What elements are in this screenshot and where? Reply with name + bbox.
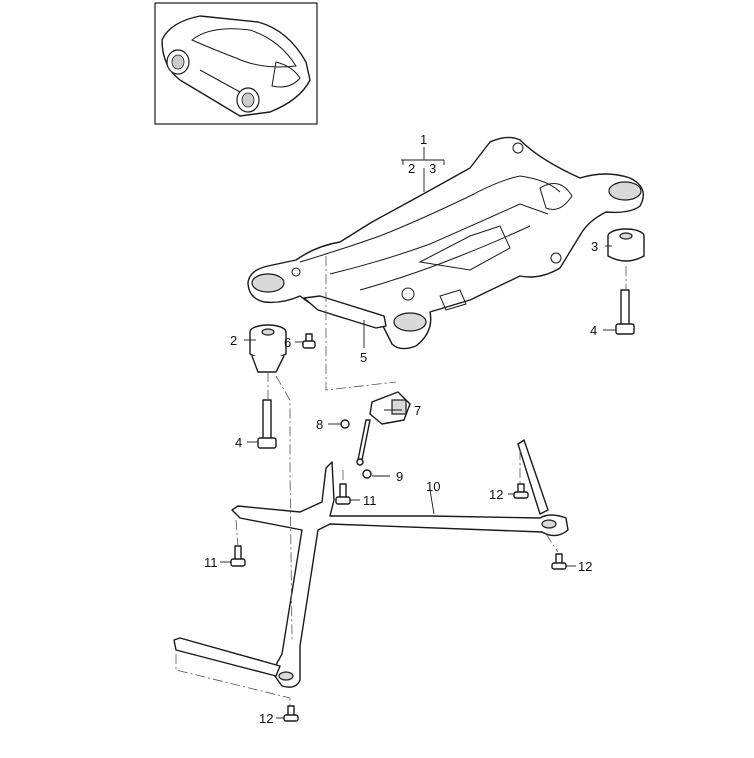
callout-labels: 1 2 3 2 3 4 4 5 6 7 8 9 10 11 11 12 12 1…: [204, 132, 598, 726]
callout-10: 10: [426, 479, 440, 494]
level-sensor: [356, 391, 411, 466]
bushing-right: [607, 228, 645, 262]
callout-2: 2: [230, 333, 237, 348]
callout-11b: 11: [204, 555, 218, 570]
callout-9: 9: [396, 469, 403, 484]
leader-lines: [220, 147, 616, 719]
cross-brace: [173, 439, 569, 688]
car-silhouette-icon: [161, 15, 311, 117]
callout-8: 8: [316, 417, 323, 432]
bolt-12-b: [551, 553, 567, 570]
bolt-12-c: [283, 705, 299, 722]
callout-3: 3: [591, 239, 598, 254]
bolt-long-right: [615, 289, 635, 335]
bolt-11-upper: [335, 483, 351, 505]
bolt-11-lower: [230, 545, 246, 567]
callout-12b: 12: [578, 559, 592, 574]
nut-8: [340, 419, 350, 429]
assembly-lines: [175, 256, 627, 706]
callout-4b: 4: [235, 435, 242, 450]
nut-9: [362, 469, 372, 479]
callout-12c: 12: [259, 711, 273, 726]
callout-2a: 2: [408, 161, 415, 176]
callout-6: 6: [284, 335, 291, 350]
callout-5: 5: [360, 350, 367, 365]
callout-7: 7: [414, 403, 421, 418]
bushing-left: [249, 324, 287, 373]
screw-6: [302, 333, 316, 349]
bolt-long-left: [257, 399, 277, 449]
bolt-12-a: [513, 483, 529, 499]
callout-3a: 3: [429, 161, 436, 176]
bracket: [303, 295, 387, 329]
subframe: [247, 136, 644, 350]
vehicle-thumbnail: [154, 2, 318, 125]
callout-4a: 4: [590, 323, 597, 338]
callout-1: 1: [420, 132, 427, 147]
callout-12a: 12: [489, 487, 503, 502]
callout-11a: 11: [363, 493, 377, 508]
